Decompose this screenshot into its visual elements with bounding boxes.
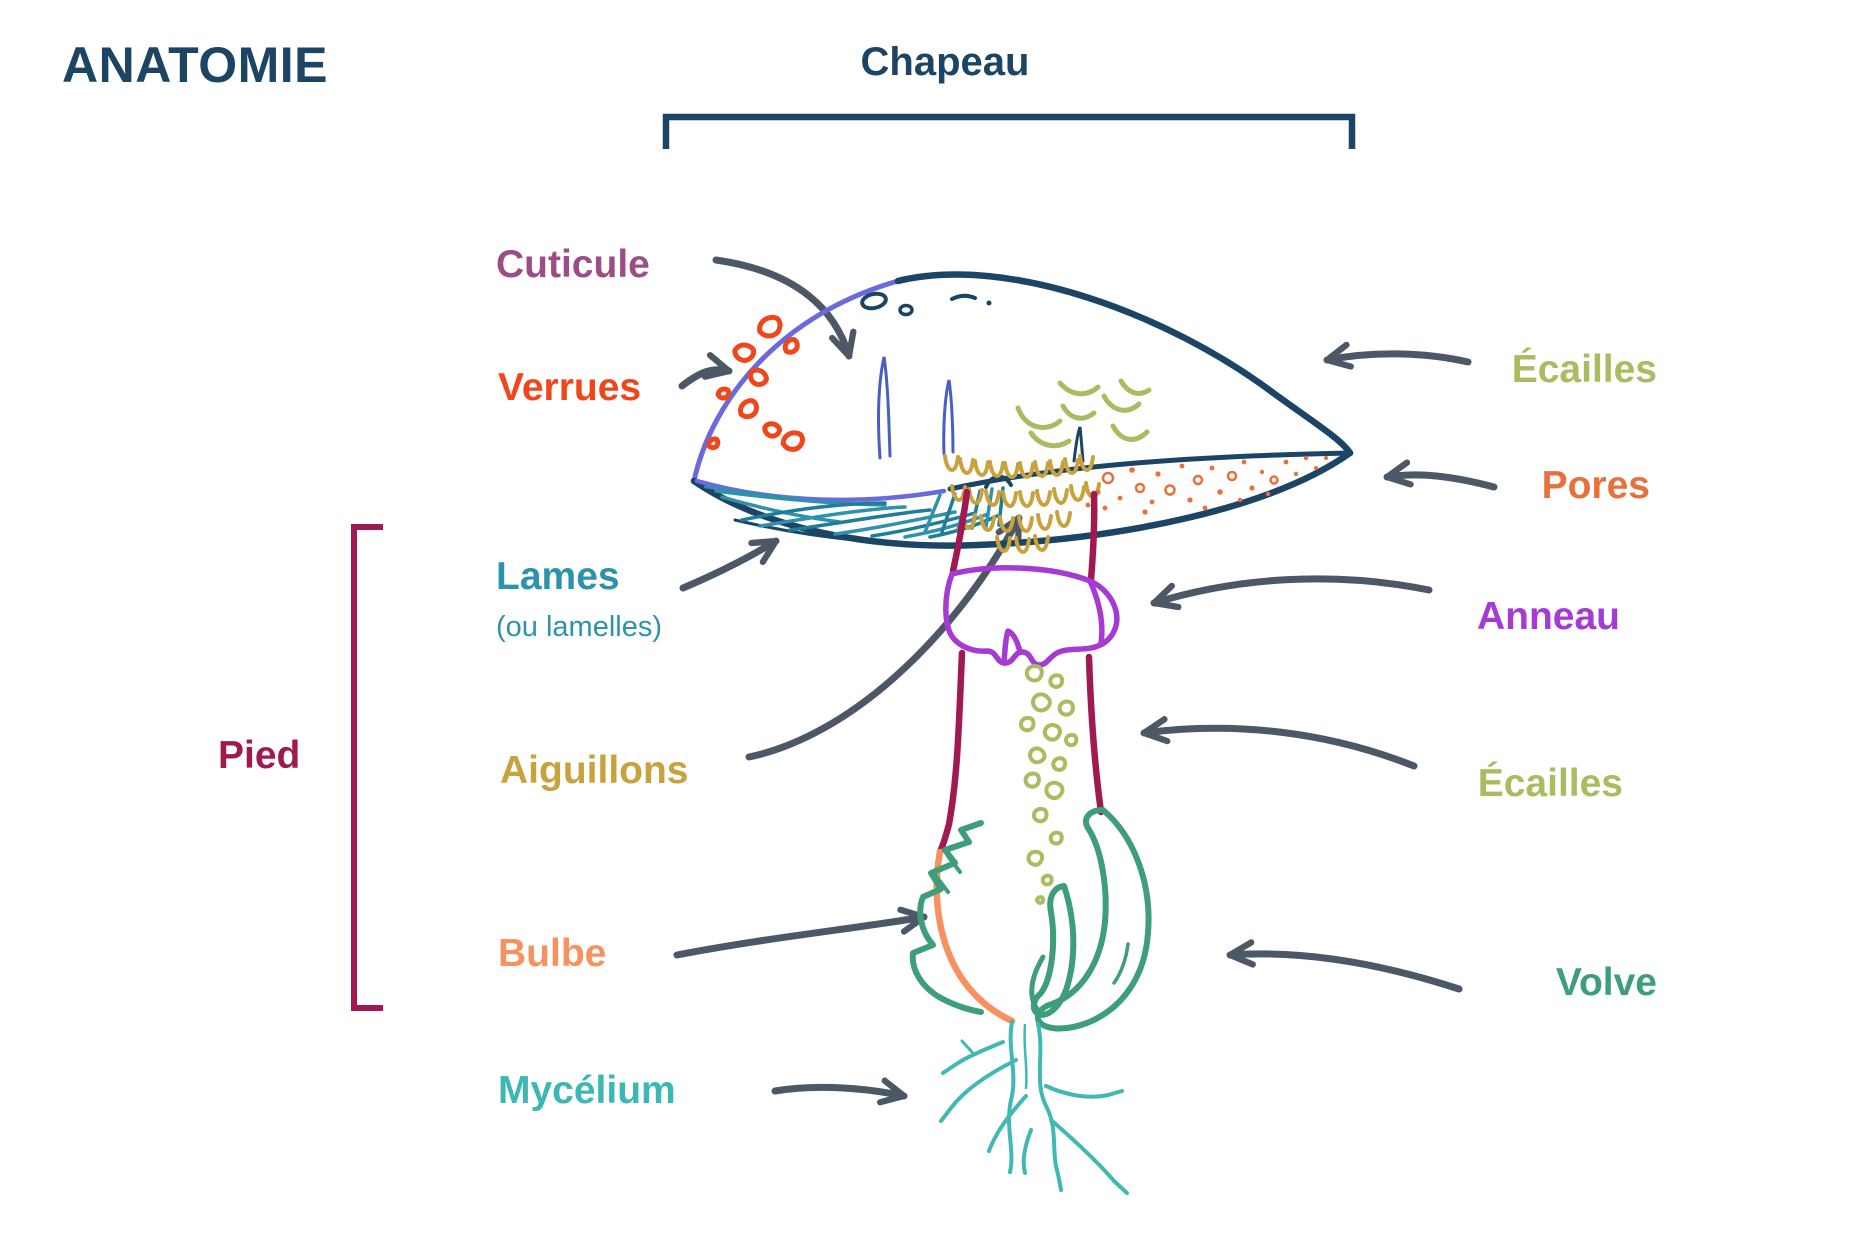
- cap-edge-left: [691, 278, 901, 484]
- pores-dots: [1085, 455, 1328, 515]
- cap-scales: [1015, 378, 1152, 449]
- label-cuticule: Cuticule: [496, 243, 650, 286]
- label-lames-sub: (ou lamelles): [496, 611, 662, 643]
- cap: [690, 271, 1354, 549]
- aiguillons-arrow-icon: [745, 514, 1023, 761]
- rim-spike: [1072, 426, 1085, 463]
- label-anneau: Anneau: [1476, 595, 1620, 638]
- label-bulbe: Bulbe: [498, 932, 607, 975]
- cap-spike-a: [877, 356, 892, 460]
- stem: [933, 488, 1105, 1025]
- lames-arrow-icon: [679, 537, 780, 592]
- bulb-outline: [933, 848, 1016, 1025]
- ecailles-chapeau-arrow-icon: [1323, 341, 1472, 370]
- page-title: ANATOMIE: [62, 37, 329, 93]
- stem-scales: [1019, 662, 1078, 904]
- mycelium-roots: [939, 1020, 1129, 1195]
- label-pores: Pores: [1541, 464, 1650, 507]
- cuticule-arrow-icon: [712, 256, 857, 360]
- stem-left-upper: [949, 488, 971, 575]
- cap-rim-inner: [733, 518, 962, 546]
- label-pied: Pied: [218, 734, 301, 777]
- cap-mark: [986, 300, 992, 306]
- chapeau-bracket: [662, 113, 1356, 149]
- pore-band-edge: [947, 450, 1352, 492]
- label-lames: Lames: [496, 555, 620, 598]
- stem-right-lower: [1085, 653, 1105, 816]
- cap-mark: [950, 293, 977, 301]
- label-volve: Volve: [1555, 961, 1657, 1004]
- label-ecailles-pied: Écailles: [1477, 762, 1623, 805]
- label-mycelium: Mycélium: [498, 1069, 676, 1112]
- cap-mark: [898, 303, 914, 317]
- anneau-arrow-icon: [1150, 575, 1433, 611]
- bulbe-arrow-icon: [673, 906, 928, 959]
- ecailles-pied-arrow-icon: [1140, 716, 1418, 770]
- verrues-arrow-icon: [678, 352, 733, 390]
- label-verrues: Verrues: [498, 366, 642, 409]
- cap-edge-right: [894, 271, 1354, 457]
- pores-arrow-icon: [1383, 459, 1498, 491]
- cap-spike-b: [942, 379, 955, 456]
- pied-bracket: [351, 524, 383, 1011]
- callout-arrows: [673, 256, 1498, 1106]
- gill-top-edge: [694, 478, 947, 503]
- label-ecailles-chapeau: Écailles: [1511, 348, 1657, 391]
- stem-left-lower: [936, 649, 966, 856]
- volva: [909, 807, 1152, 1032]
- mycelium-arrow-icon: [771, 1077, 908, 1106]
- label-aiguillons: Aiguillons: [500, 749, 689, 792]
- volve-arrow-icon: [1226, 939, 1463, 993]
- stem-right-upper: [1087, 490, 1098, 584]
- cap-mark: [860, 291, 888, 311]
- ring: [943, 565, 1120, 668]
- label-chapeau: Chapeau: [860, 40, 1030, 84]
